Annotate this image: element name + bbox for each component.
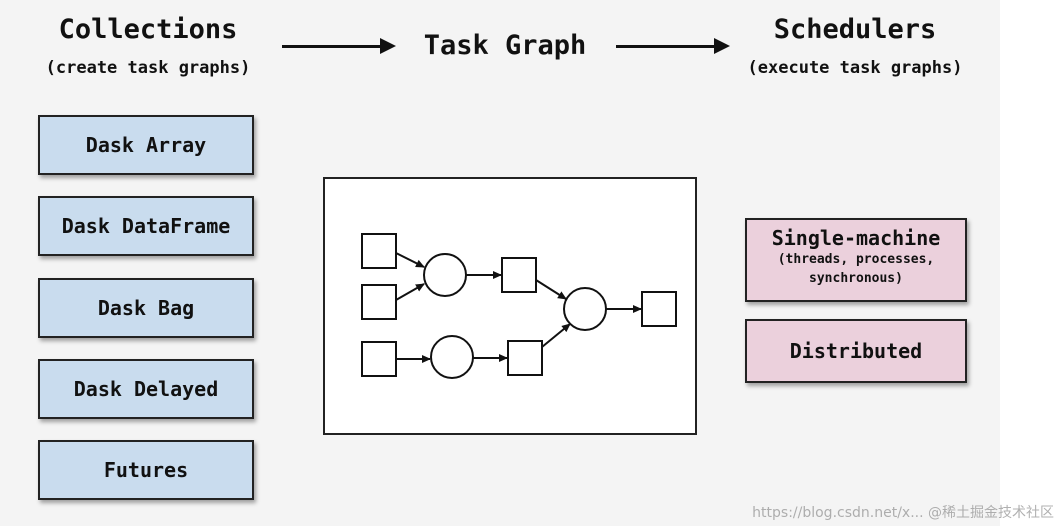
collection-futures: Futures: [38, 440, 254, 500]
watermark-text: https://blog.csdn.net/x... @稀土掘金技术社区: [752, 505, 1054, 521]
arrow-collections-to-graph: [282, 38, 396, 54]
task-node-square: [361, 341, 397, 377]
task-node-circle: [430, 335, 474, 379]
task-edge: [535, 279, 567, 300]
scheduler-distributed: Distributed: [745, 319, 967, 383]
task-graph-heading: Task Graph: [423, 30, 587, 61]
collection-dask-dataframe: Dask DataFrame: [38, 196, 254, 256]
task-node-circle: [423, 253, 467, 297]
schedulers-heading: Schedulers: [773, 14, 937, 45]
schedulers-subheading: (execute task graphs): [747, 58, 963, 78]
single-machine-detail-line1: (threads, processes,: [777, 252, 935, 267]
task-node-square: [641, 291, 677, 327]
task-edge: [541, 323, 571, 348]
task-graph-panel: [323, 177, 697, 435]
collection-dask-array: Dask Array: [38, 115, 254, 175]
task-edge: [395, 283, 425, 301]
margin-strip: [1000, 0, 1060, 526]
task-edge: [395, 252, 425, 268]
task-graph-svg: [361, 233, 677, 379]
arrow-graph-to-schedulers: [616, 38, 730, 54]
single-machine-detail-line2: synchronous): [809, 271, 903, 286]
collections-subheading: (create task graphs): [45, 58, 251, 78]
task-node-square: [507, 340, 543, 376]
collection-dask-delayed: Dask Delayed: [38, 359, 254, 419]
collections-heading: Collections: [58, 14, 238, 45]
single-machine-label: Single-machine: [771, 226, 941, 250]
distributed-label: Distributed: [789, 339, 923, 363]
collection-dask-bag: Dask Bag: [38, 278, 254, 338]
scheduler-single-machine: Single-machine (threads, processes, sync…: [745, 218, 967, 302]
task-node-square: [501, 257, 537, 293]
task-node-square: [361, 284, 397, 320]
task-node-square: [361, 233, 397, 269]
task-node-circle: [563, 287, 607, 331]
